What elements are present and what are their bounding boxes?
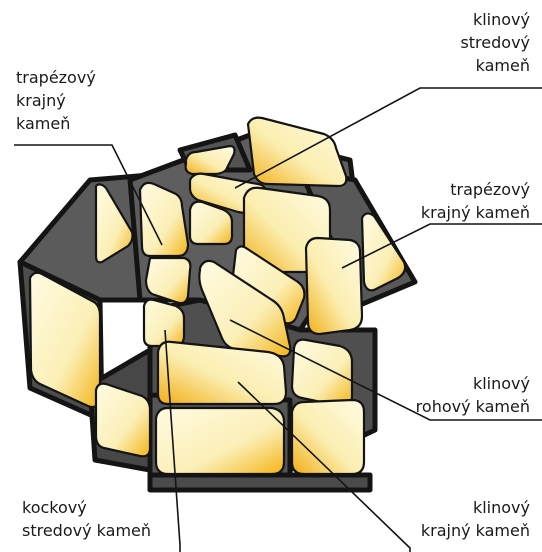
label-trapezovy-krajny-kamen-left: trapézový krajný kameň: [16, 66, 96, 135]
label-kockovy-stredovy-kamen: kockový stredový kameň: [22, 496, 151, 542]
sticker-wedge-edge-front: [158, 342, 286, 404]
sticker-bottom-left: [156, 408, 284, 474]
label-klinovy-rohovy-kamen: klinový rohový kameň: [416, 372, 530, 418]
label-klinovy-stredovy-kamen: klinový stredový kameň: [460, 8, 530, 77]
label-trapezovy-krajny-kamen-right: trapézový krajný kameň: [421, 178, 530, 224]
label-klinovy-krajny-kamen: klinový krajný kameň: [421, 496, 530, 542]
sticker-bottom-right: [292, 400, 364, 474]
sticker-top-right-bar: [248, 118, 346, 186]
sticker-trapezoid-right: [306, 238, 362, 334]
sticker-wedge-edge-side: [292, 340, 352, 407]
sticker-cube-center: [144, 300, 184, 346]
